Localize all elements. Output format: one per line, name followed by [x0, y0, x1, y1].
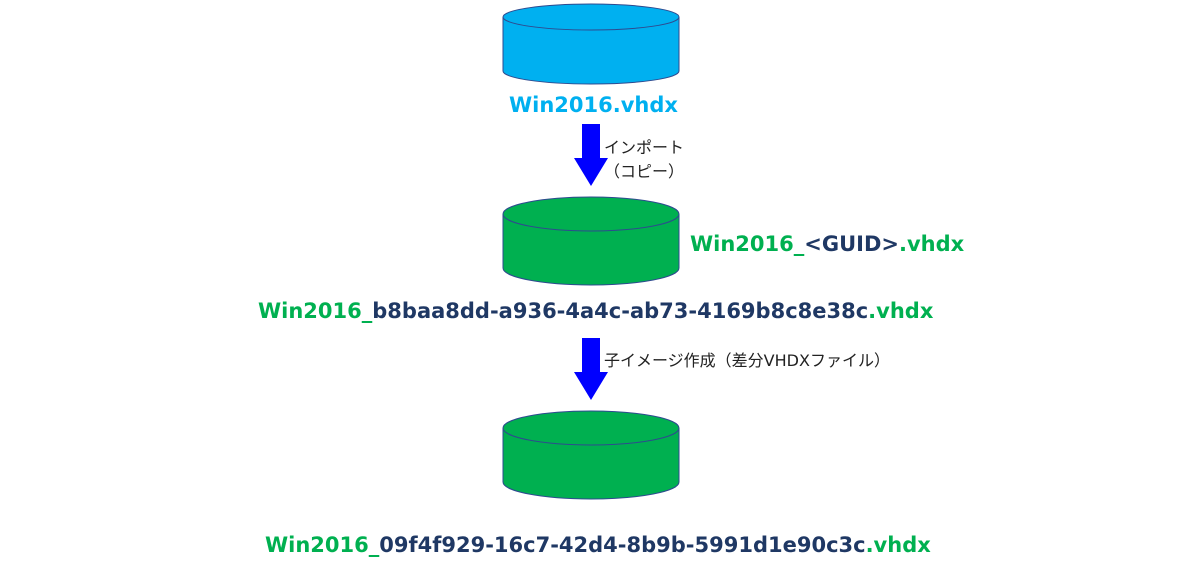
child-prefix: Win2016_	[265, 533, 380, 557]
import-note: インポート （コピー）	[604, 136, 684, 184]
child-note: 子イメージ作成（差分VHDXファイル）	[604, 349, 890, 373]
child-note-text: 子イメージ作成（差分VHDXファイル）	[604, 351, 890, 370]
imported-prefix: Win2016_	[258, 299, 373, 323]
imported-suffix: .vhdx	[868, 299, 934, 323]
child-suffix: .vhdx	[865, 533, 931, 557]
child-guid: 09f4f929-16c7-42d4-8b9b-5991d1e90c3c	[379, 533, 866, 557]
import-arrow-icon	[574, 124, 608, 186]
import-note-line1: インポート	[604, 138, 685, 157]
imported-name-pattern: Win2016_<GUID>.vhdx	[690, 231, 964, 257]
import-note-line2: （コピー）	[604, 162, 685, 181]
pattern-guid: <GUID>	[804, 232, 899, 256]
pattern-prefix: Win2016_	[690, 232, 805, 256]
imported-guid: b8baa8dd-a936-4a4c-ab73-4169b8c8e38c	[372, 299, 869, 323]
pattern-suffix: .vhdx	[899, 232, 965, 256]
child-arrow-icon	[574, 338, 608, 400]
imported-disk-icon	[502, 196, 680, 286]
imported-disk-label: Win2016_b8baa8dd-a936-4a4c-ab73-4169b8c8…	[258, 298, 933, 324]
source-disk-label: Win2016.vhdx	[509, 93, 678, 117]
source-disk-icon	[502, 3, 680, 85]
child-disk-icon	[502, 410, 680, 500]
child-disk-label: Win2016_09f4f929-16c7-42d4-8b9b-5991d1e9…	[265, 532, 931, 558]
